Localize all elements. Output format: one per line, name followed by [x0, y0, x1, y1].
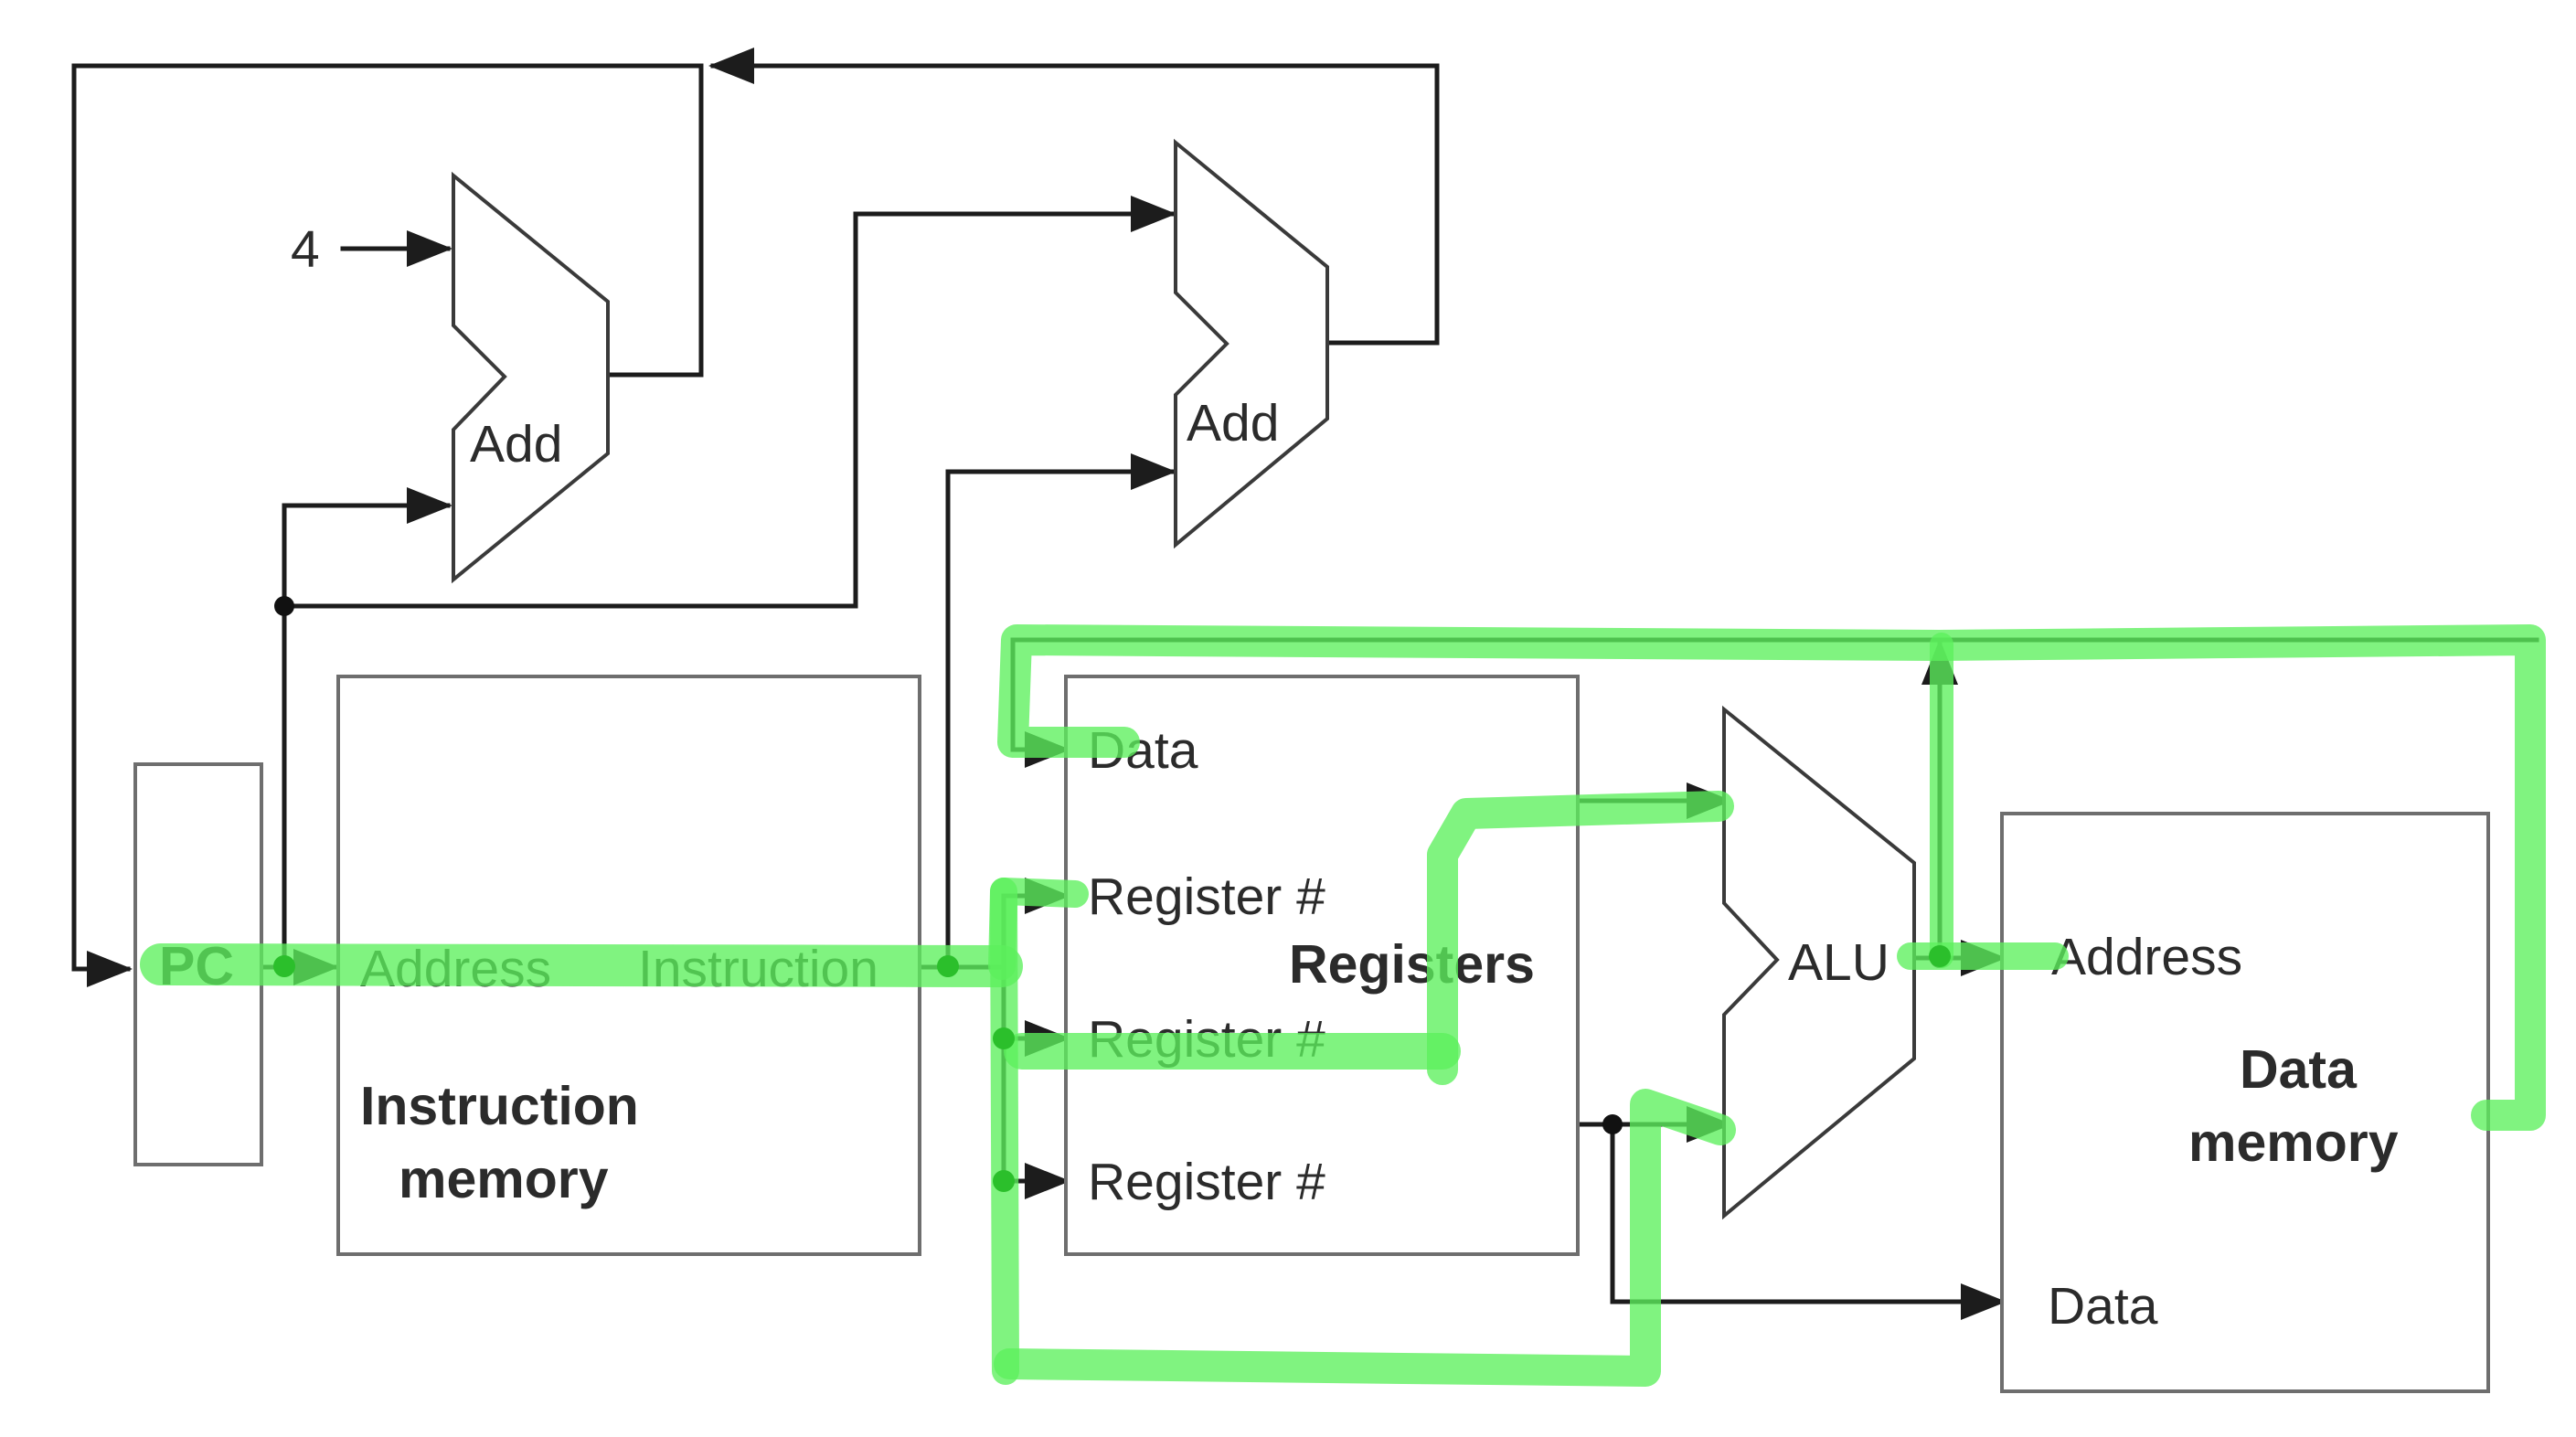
data-memory-box: [2000, 812, 2490, 1393]
pc-adder: [452, 171, 610, 584]
highlight-dot-pc: [273, 955, 295, 977]
reg-number-label-1: Register #: [1088, 868, 1325, 926]
imem-title-line1: Instruction: [360, 1076, 639, 1136]
pc-adder-label: Add: [470, 415, 562, 474]
highlight-pc-row: [140, 943, 1023, 987]
highlight-reg-to-alu-a: [1427, 791, 1734, 1085]
dmem-data-label: Data: [2048, 1277, 2158, 1336]
highlight-dot-bus: [993, 1027, 1015, 1049]
branch-adder: [1174, 138, 1329, 549]
highlight-bottom-return: [994, 1089, 1736, 1387]
wire-pc-adder-loop: [71, 63, 704, 987]
highlight-writeback-loop: [997, 624, 2546, 1131]
dmem-title-line1: Data: [2240, 1039, 2358, 1100]
junction-pc-branch: [274, 596, 294, 616]
registers-title: Registers: [1289, 934, 1535, 995]
reg-number-label-3: Register #: [1088, 1153, 1325, 1211]
wire-reg-to-dmem-data: [1610, 1122, 2007, 1320]
wire-pc-to-branch-adder: [282, 196, 1176, 609]
highlight-dot-alu: [1929, 945, 1951, 967]
highlighter-annotation: [140, 624, 2546, 1387]
highlight-dot-instruction: [937, 955, 959, 977]
highlight-dot-bus-2: [993, 1170, 1015, 1192]
imem-title-line2: memory: [399, 1149, 609, 1209]
branch-adder-label: Add: [1187, 394, 1279, 452]
dmem-title-line2: memory: [2188, 1112, 2399, 1173]
dmem-address-label: Address: [2051, 928, 2242, 986]
registers-box: [1064, 675, 1580, 1256]
wire-instruction-to-branch-adder: [945, 453, 1176, 970]
wire-branch-adder-loop: [708, 48, 1440, 346]
wire-pc-to-adder: [282, 487, 452, 970]
alu-label: ALU: [1788, 933, 1889, 992]
junction-reg-output: [1602, 1114, 1623, 1134]
highlight-instruction-bus-down: [990, 878, 1019, 1385]
const-four-label: 4: [291, 220, 320, 279]
